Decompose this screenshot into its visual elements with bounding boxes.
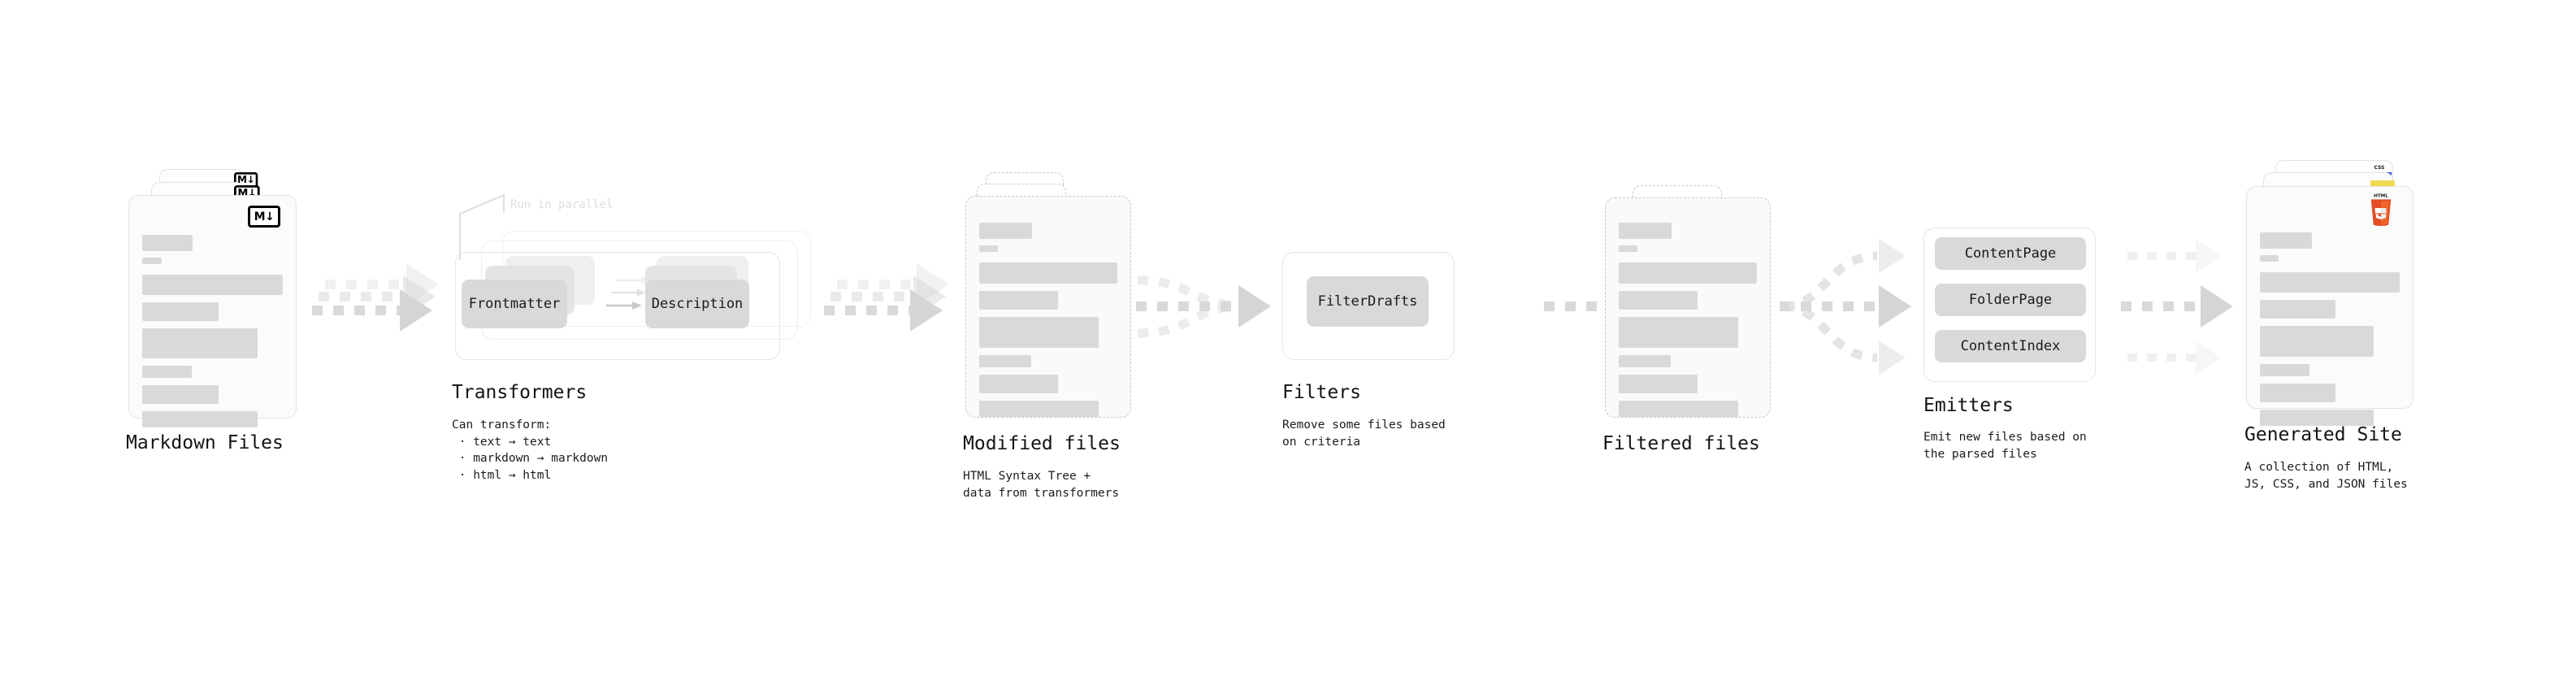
filters-title: Filters (1282, 382, 1361, 403)
emitter-chip-contentindex[interactable]: ContentIndex (1935, 330, 2086, 362)
transformers-title: Transformers (452, 382, 588, 403)
markdown-icon-text-back2: M↓ (237, 174, 255, 186)
filters-box (1282, 252, 1455, 360)
skeleton-row (979, 223, 1032, 239)
skeleton-row (142, 302, 219, 321)
skeleton-row (1619, 401, 1738, 417)
skeleton-row (979, 262, 1117, 284)
skeleton-row (2260, 384, 2335, 402)
generated-site-title: Generated Site (2244, 424, 2402, 445)
markdown-icon-back2: M↓ (234, 172, 258, 188)
markdown-icon: M↓ (248, 206, 280, 228)
skeleton-row (2260, 232, 2312, 249)
markdown-card-front (128, 195, 297, 427)
transformer-chip-description[interactable]: Description (645, 280, 749, 328)
skeleton-row (979, 375, 1058, 393)
skeleton-row (2260, 300, 2335, 319)
filtered-files-title: Filtered files (1602, 433, 1760, 454)
skeleton-row (1619, 317, 1738, 348)
arrow-modified-to-filters (1136, 275, 1271, 338)
filter-chip-filterdrafts[interactable]: FilterDrafts (1307, 276, 1429, 327)
transformer-chip-frontmatter[interactable]: Frontmatter (462, 280, 567, 328)
arrow-markdown-to-transformers (312, 263, 439, 332)
skeleton-row (142, 366, 192, 378)
skeleton-row (979, 291, 1058, 310)
emitter-chip-contentpage[interactable]: ContentPage (1935, 237, 2086, 270)
skeleton-row (142, 411, 258, 427)
transformers-caption: Can transform: · text → text · markdown … (452, 419, 609, 482)
emitters-title: Emitters (1923, 395, 2014, 416)
skeleton-row (142, 385, 219, 404)
skeleton-row (979, 355, 1031, 367)
skeleton-row (979, 245, 998, 252)
modified-files-caption: HTML Syntax Tree + data from transformer… (963, 470, 1120, 500)
emitters-caption: Emit new files based on the parsed files (1923, 431, 2087, 461)
skeleton-row (2260, 255, 2279, 262)
skeleton-row (142, 328, 258, 358)
filters-caption: Remove some files based on criteria (1282, 419, 1446, 449)
skeleton-row (1619, 262, 1757, 284)
skeleton-row (142, 235, 193, 251)
transformers-box-front (455, 252, 780, 360)
html5-icon: HTML (2367, 193, 2395, 229)
emitters-box (1923, 228, 2096, 382)
skeleton-row (1619, 223, 1672, 239)
skeleton-row (142, 275, 283, 295)
markdown-files-title: Markdown Files (126, 432, 284, 453)
modified-files-title: Modified files (963, 433, 1121, 454)
modified-card-skeleton (979, 223, 1117, 417)
css3-icon-text: CSS (2374, 165, 2385, 171)
skeleton-row (1619, 375, 1698, 393)
site-card-skeleton (2260, 232, 2400, 426)
skeleton-row (1619, 355, 1671, 367)
skeleton-row (1619, 291, 1698, 310)
skeleton-row (979, 317, 1099, 348)
arrow-filtered-to-emitters (1780, 238, 1911, 375)
svg-text:HTML: HTML (2374, 193, 2388, 198)
arrow-transformers-to-modified (824, 263, 949, 332)
generated-site-caption: A collection of HTML, JS, CSS, and JSON … (2244, 461, 2408, 491)
skeleton-row (1619, 245, 1637, 252)
skeleton-row (2260, 326, 2374, 357)
arrow-emitters-to-site (2121, 239, 2233, 375)
skeleton-row (2260, 410, 2374, 426)
modified-card-front (965, 196, 1131, 418)
skeleton-row (979, 401, 1099, 417)
filtered-card-skeleton (1619, 223, 1757, 417)
skeleton-row (142, 258, 162, 264)
skeleton-row (2260, 364, 2309, 376)
markdown-icon-text: M↓ (254, 210, 275, 223)
markdown-card-skeleton (142, 235, 283, 427)
skeleton-row (2260, 272, 2400, 293)
emitter-chip-folderpage[interactable]: FolderPage (1935, 284, 2086, 316)
html5-icon-svg: HTML (2370, 193, 2392, 228)
filtered-card-front (1605, 197, 1771, 418)
run-in-parallel-label: Run in parallel (510, 198, 614, 211)
